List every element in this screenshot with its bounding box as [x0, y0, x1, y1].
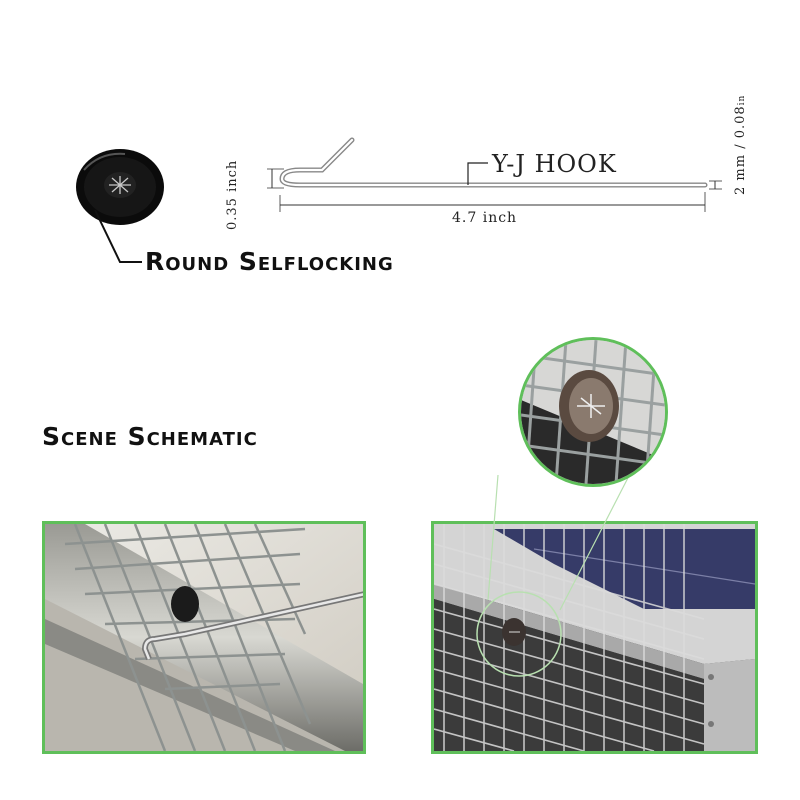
hook-name-label: Y-J HOOK — [492, 150, 617, 178]
round-selflocking-label: Round Selflocking — [145, 247, 394, 276]
scene-schematic-label: Scene Schematic — [42, 422, 258, 451]
solar-panel-mesh-photo — [431, 521, 758, 754]
zoom-detail-scene — [521, 340, 665, 484]
hook-length-label: 4.7 inch — [452, 210, 518, 226]
zoom-detail-circle — [518, 337, 668, 487]
solar-panel-mesh-scene — [434, 524, 755, 751]
hook-installed-photo — [42, 521, 366, 754]
round-washer-icon — [76, 149, 164, 225]
hook-installed-scene — [45, 524, 363, 751]
